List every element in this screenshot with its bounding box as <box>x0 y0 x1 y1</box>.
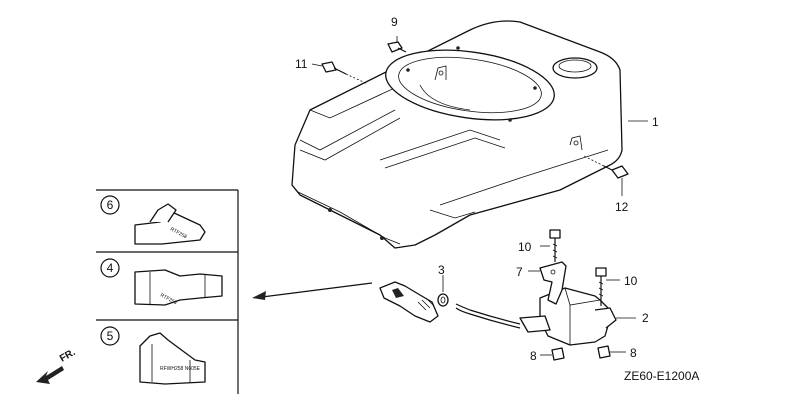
variant-number: 5 <box>107 329 114 343</box>
callout-10-right: 10 <box>624 274 638 288</box>
fan-cover <box>291 20 623 249</box>
callout-7: 7 <box>516 265 523 279</box>
collar-8-left <box>540 347 565 361</box>
front-label: FR. <box>58 347 78 365</box>
variant-number: 4 <box>107 261 114 275</box>
front-direction-arrow: FR. <box>36 347 78 384</box>
callout-2: 2 <box>642 311 649 325</box>
diagram-code: ZE60-E1200A <box>624 369 699 383</box>
fuel-cut-solenoid <box>455 287 636 346</box>
variant-number: 6 <box>107 198 114 212</box>
bolt-12 <box>583 155 629 179</box>
variant-5: 5 RFWH258 N605E <box>100 326 206 385</box>
variant-6: 6 RTF258 <box>100 195 206 245</box>
callout-3: 3 <box>438 263 445 277</box>
fuel-fitting <box>379 281 439 323</box>
bolt-9 <box>387 36 407 53</box>
reference-arrow <box>252 282 373 300</box>
callout-11: 11 <box>295 57 308 71</box>
variant-table <box>96 189 239 394</box>
collar-8-right <box>597 345 626 359</box>
callout-12: 12 <box>615 200 629 214</box>
variant-4: 4 RTF258 <box>100 258 223 306</box>
bracket-7 <box>528 261 567 305</box>
callout-1: 1 <box>652 115 659 129</box>
washer-3 <box>437 275 449 307</box>
bolt-11 <box>311 61 369 85</box>
callout-9: 9 <box>391 15 398 29</box>
bolt-10-right <box>595 267 620 306</box>
callout-10-left: 10 <box>518 240 532 254</box>
variant-marking: RFWH258 N605E <box>160 366 201 372</box>
callout-8-right: 8 <box>630 346 637 360</box>
callout-8-left: 8 <box>530 349 537 363</box>
bolt-10-left <box>540 229 561 262</box>
